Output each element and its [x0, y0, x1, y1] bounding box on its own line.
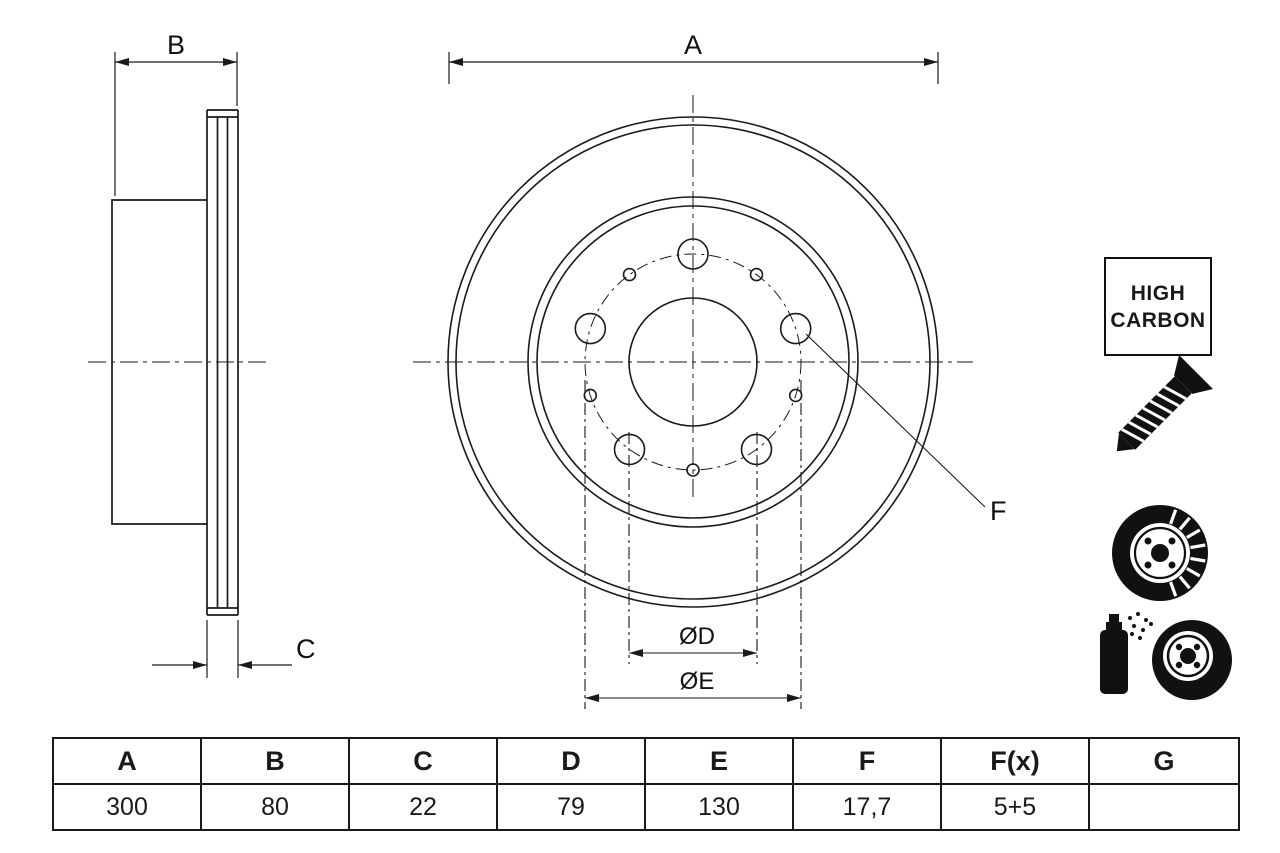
- plate-caps: [207, 109, 238, 616]
- arrowhead: [629, 649, 643, 657]
- table-value-cell: 130: [646, 785, 794, 829]
- table-value-cell: 17,7: [794, 785, 942, 829]
- spray-droplets: [1128, 612, 1153, 640]
- dimension-a: [448, 52, 939, 84]
- dimension-d: [628, 432, 758, 664]
- spec-table-values-row: 300 80 22 79 130 17,7 5+5: [54, 785, 1238, 829]
- dimension-e: [584, 380, 802, 709]
- table-value-cell: 79: [498, 785, 646, 829]
- table-header-cell: E: [646, 739, 794, 785]
- arrowhead: [743, 649, 757, 657]
- table-value-cell: 80: [202, 785, 350, 829]
- spray-paint-icon: [1100, 612, 1232, 700]
- arrowhead: [115, 58, 129, 66]
- brake-disc-icon: [1112, 505, 1208, 601]
- table-header-cell: A: [54, 739, 202, 785]
- screw-icon: [1116, 355, 1213, 452]
- table-header-cell: C: [350, 739, 498, 785]
- table-header-cell: F(x): [942, 739, 1090, 785]
- dim-b-label: B: [167, 30, 185, 60]
- arrowhead: [223, 58, 237, 66]
- dim-a-label: A: [684, 30, 702, 60]
- table-header-cell: G: [1090, 739, 1238, 785]
- dimension-b: [114, 52, 238, 196]
- spec-table-header-row: A B C D E F F(x) G: [54, 739, 1238, 785]
- bolt-holes-small: [583, 267, 803, 477]
- arrowhead: [193, 661, 207, 669]
- badge-line-1: HIGH: [1130, 281, 1186, 305]
- arrowhead: [924, 58, 938, 66]
- arrowhead: [585, 694, 599, 702]
- table-header-cell: F: [794, 739, 942, 785]
- arrowhead: [449, 58, 463, 66]
- table-header-cell: D: [498, 739, 646, 785]
- table-value-cell: 5+5: [942, 785, 1090, 829]
- high-carbon-badge: HIGH CARBON: [1104, 257, 1212, 356]
- leader-line-f: [805, 333, 986, 508]
- dim-f-label: F: [990, 496, 1007, 526]
- table-value-cell: 300: [54, 785, 202, 829]
- dim-d-label: ØD: [679, 623, 715, 650]
- badge-line-2: CARBON: [1110, 308, 1206, 332]
- dimension-c: [152, 620, 292, 678]
- dim-c-label: C: [296, 634, 316, 664]
- table-value-cell: 22: [350, 785, 498, 829]
- arrowhead: [238, 661, 252, 669]
- spec-table: A B C D E F F(x) G 300 80 22 79 130 17,7…: [52, 737, 1240, 831]
- table-header-cell: B: [202, 739, 350, 785]
- table-value-cell: [1090, 785, 1238, 829]
- dim-e-label: ØE: [680, 668, 715, 695]
- arrowhead: [787, 694, 801, 702]
